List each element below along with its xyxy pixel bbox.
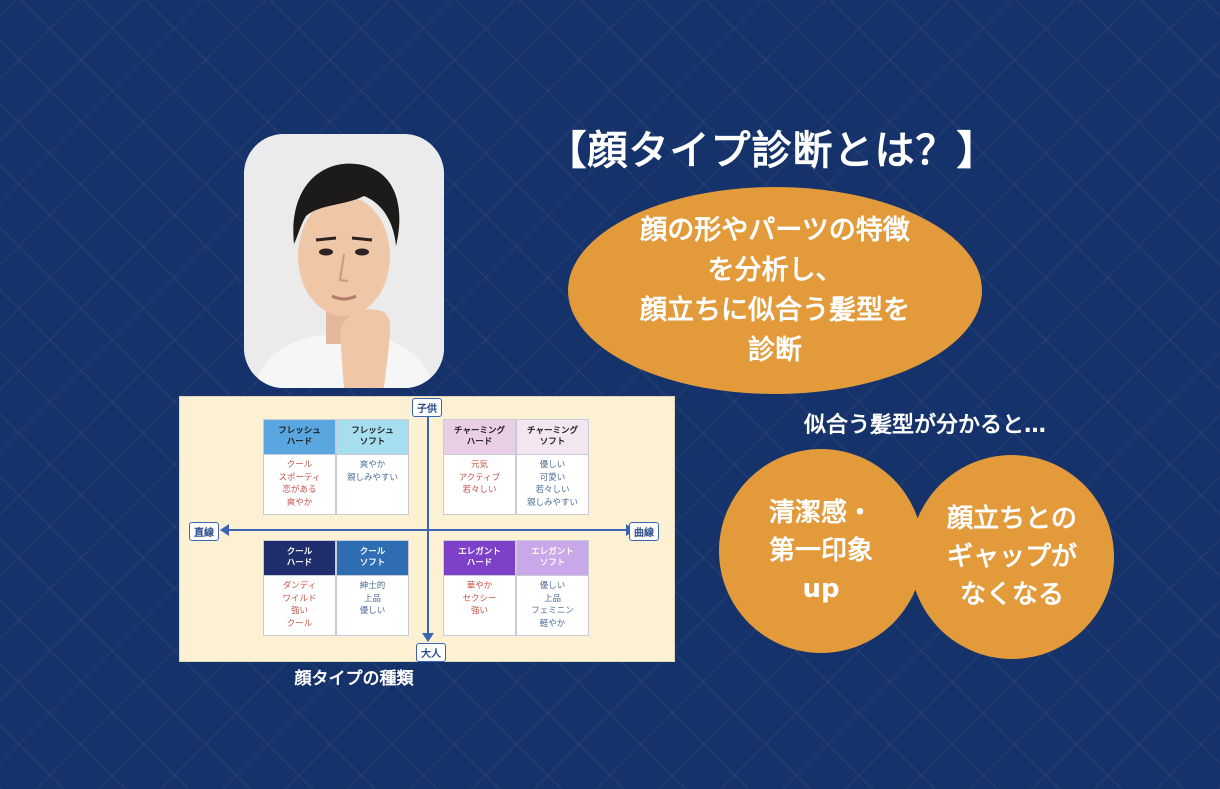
trait-text: 強い (470, 606, 488, 616)
face-type-traits: 優しい可愛い若々しい親しみやすい (517, 454, 588, 514)
arrow-left-icon (220, 524, 229, 536)
face-type-cell: フレッシュ ソフト爽やか親しみやすい (336, 419, 409, 515)
face-type-header: エレガント ハード (444, 541, 515, 575)
face-type-header: エレガント ソフト (517, 541, 588, 575)
trait-text: 華やか (466, 581, 493, 591)
man-portrait-illustration (244, 134, 444, 388)
arrow-down-icon (422, 633, 434, 642)
trait-text: セクシー (462, 593, 497, 604)
benefit-circle-impression: 清潔感・ 第一印象 up (719, 449, 923, 653)
trait-text: 軽やか (539, 618, 566, 629)
portrait-photo (244, 134, 444, 388)
benefit-line: 清潔感・ (768, 498, 873, 528)
vertical-axis (427, 411, 429, 633)
trait-text: 親しみやすい (526, 497, 578, 508)
face-type-cell: チャーミング ソフト優しい可愛い若々しい親しみやすい (516, 419, 589, 515)
trait-text: 元気 (470, 460, 488, 470)
definition-line: 顔の形やパーツの特徴 (640, 214, 910, 246)
definition-line: を分析し、 (707, 254, 843, 286)
face-type-cell: クール ソフト紳士的上品優しい (336, 540, 409, 636)
benefit-line: なくなる (959, 580, 1064, 610)
trait-text: 上品 (363, 593, 381, 604)
face-type-cell: クール ハードダンディワイルド強いクール (263, 540, 336, 636)
chart-caption: 顔タイプの種類 (294, 669, 414, 689)
trait-text: 優しい (539, 581, 566, 591)
trait-text: 紳士的 (359, 581, 386, 591)
face-type-header: フレッシュ ソフト (337, 420, 408, 454)
face-type-header: フレッシュ ハード (264, 420, 335, 454)
benefit-heading: 似合う髪型が分かると… (803, 413, 1046, 438)
trait-text: 親しみやすい (346, 472, 398, 483)
face-type-traits: クールスポーティ恋がある爽やか (264, 454, 335, 514)
trait-text: ワイルド (282, 593, 317, 604)
axis-label-left: 直線 (189, 522, 219, 541)
face-type-cell: フレッシュ ハードクールスポーティ恋がある爽やか (263, 419, 336, 515)
trait-text: クール (286, 618, 313, 629)
trait-text: 爽やか (359, 460, 386, 470)
axis-label-bottom: 大人 (416, 643, 446, 662)
trait-text: ダンディ (282, 581, 317, 591)
face-type-traits: 華やかセクシー強い (444, 575, 515, 635)
benefit-line: 顔立ちとの (947, 504, 1077, 534)
face-type-header: クール ハード (264, 541, 335, 575)
trait-text: 若々しい (535, 485, 570, 495)
face-type-chart: 子供 大人 直線 曲線 フレッシュ ハードクールスポーティ恋がある爽やかフレッシ… (179, 396, 675, 662)
face-type-traits: 紳士的上品優しい (337, 575, 408, 635)
trait-text: クール (286, 460, 313, 470)
axis-label-top: 子供 (412, 398, 442, 417)
trait-text: 上品 (543, 593, 561, 604)
face-type-cell: チャーミング ハード元気アクティブ若々しい (443, 419, 516, 515)
definition-line: 顔立ちに似合う髪型を (640, 294, 910, 326)
trait-text: フェミニン (531, 606, 574, 616)
trait-text: 爽やか (286, 497, 313, 508)
axis-label-right: 曲線 (629, 522, 659, 541)
page-title: 【顔タイプ診断とは？】 (546, 128, 998, 174)
trait-text: 若々しい (462, 485, 497, 495)
trait-text: 可愛い (539, 472, 566, 483)
face-type-cell: エレガント ソフト優しい上品フェミニン軽やか (516, 540, 589, 636)
benefit-line: ギャップが (946, 542, 1077, 572)
benefit-circle-gap: 顔立ちとの ギャップが なくなる (910, 455, 1114, 659)
face-type-header: チャーミング ソフト (517, 420, 588, 454)
trait-text: アクティブ (458, 472, 501, 483)
face-type-traits: 元気アクティブ若々しい (444, 454, 515, 514)
face-type-header: チャーミング ハード (444, 420, 515, 454)
trait-text: 強い (290, 606, 308, 616)
benefit-line: 第一印象 (768, 536, 873, 566)
definition-oval: 顔の形やパーツの特徴 を分析し、 顔立ちに似合う髪型を 診断 (568, 187, 982, 394)
benefit-line: up (802, 574, 840, 604)
face-type-traits: ダンディワイルド強いクール (264, 575, 335, 635)
face-type-cell: エレガント ハード華やかセクシー強い (443, 540, 516, 636)
face-type-header: クール ソフト (337, 541, 408, 575)
definition-line: 診断 (748, 334, 802, 366)
face-type-traits: 優しい上品フェミニン軽やか (517, 575, 588, 635)
trait-text: 優しい (539, 460, 566, 470)
face-type-traits: 爽やか親しみやすい (337, 454, 408, 514)
trait-text: 優しい (359, 606, 386, 616)
trait-text: 恋がある (282, 485, 317, 495)
trait-text: スポーティ (278, 472, 321, 483)
